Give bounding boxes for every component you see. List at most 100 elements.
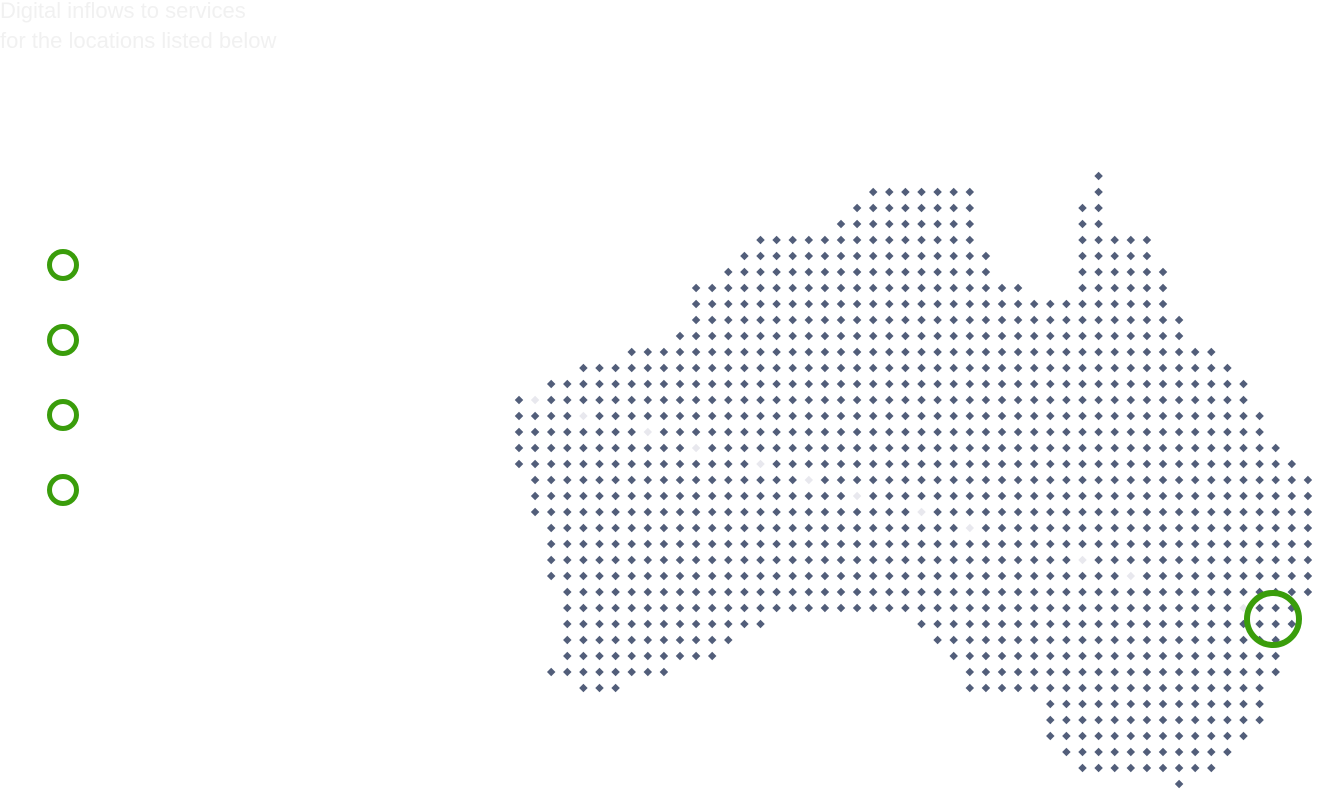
map-dot [804, 411, 814, 421]
map-dot [675, 411, 685, 421]
map-dot [1029, 619, 1039, 629]
map-dot [788, 331, 797, 341]
map-dot [965, 219, 975, 229]
map-dot [611, 651, 620, 661]
map-dot [772, 555, 781, 565]
map-dot [1239, 491, 1248, 501]
map-dot [546, 475, 556, 485]
map-dot [1094, 395, 1103, 405]
map-dot [707, 459, 717, 469]
map-dot [579, 651, 588, 661]
map-dot [1239, 475, 1248, 485]
map-dot [949, 539, 958, 549]
map-dot [1207, 395, 1216, 405]
map-dot [563, 507, 572, 517]
map-dot [691, 315, 701, 325]
map-dot [707, 347, 717, 357]
map-dot [1126, 347, 1136, 357]
map-dot [1094, 299, 1103, 309]
map-dot [1223, 667, 1232, 677]
map-dot [917, 235, 926, 245]
map-dot [563, 523, 572, 533]
map-dot [579, 555, 588, 565]
map-dot [1126, 379, 1136, 389]
map-dot [724, 475, 733, 485]
map-dot [917, 219, 926, 229]
map-dot [997, 619, 1007, 629]
map-dot [901, 187, 910, 197]
map-dot [1142, 683, 1152, 693]
map-dot [852, 379, 862, 389]
map-dot [707, 411, 717, 421]
map-dot [659, 635, 669, 645]
map-dot [965, 411, 975, 421]
sydney-highlight-marker[interactable] [1244, 590, 1302, 648]
map-dot [1207, 443, 1216, 453]
map-dot [852, 427, 862, 437]
map-dot [740, 251, 749, 261]
map-dot [1126, 539, 1136, 549]
map-dot [1142, 587, 1152, 597]
map-dot [1142, 507, 1152, 517]
map-dot [981, 379, 991, 389]
map-dot [563, 619, 572, 629]
map-dot [836, 411, 846, 421]
map-dot [1142, 363, 1152, 373]
map-dot [1126, 603, 1136, 613]
map-dot [1078, 331, 1087, 341]
map-dot [530, 395, 540, 405]
map-dot [1094, 571, 1103, 581]
map-dot [1094, 603, 1103, 613]
map-dot [1239, 555, 1248, 565]
map-dot [579, 539, 588, 549]
map-dot [1158, 699, 1168, 709]
map-dot [933, 379, 942, 389]
map-dot [627, 539, 636, 549]
location-item-2[interactable] [40, 318, 95, 362]
map-dot [1158, 507, 1168, 517]
map-dot [740, 411, 749, 421]
map-dot [1239, 635, 1248, 645]
map-dot [1174, 667, 1184, 677]
map-dot [724, 635, 733, 645]
map-dot [788, 443, 797, 453]
map-dot [691, 459, 701, 469]
location-item-3[interactable] [40, 393, 95, 437]
map-dot [675, 651, 685, 661]
map-dot [1271, 667, 1280, 677]
map-dot [836, 459, 846, 469]
map-dot [917, 587, 926, 597]
map-dot [1029, 475, 1039, 485]
map-dot [1207, 731, 1216, 741]
map-dot [1303, 475, 1313, 485]
map-dot [643, 411, 653, 421]
map-dot [707, 283, 717, 293]
map-dot [1142, 539, 1152, 549]
map-dot [1110, 619, 1119, 629]
map-dot [1046, 363, 1055, 373]
map-dot [659, 587, 669, 597]
map-dot [901, 571, 910, 581]
map-dot [707, 603, 717, 613]
map-dot [852, 235, 862, 245]
map-dot [997, 427, 1007, 437]
location-item-1[interactable] [40, 243, 95, 287]
map-dot [965, 683, 975, 693]
map-dot [820, 379, 830, 389]
map-dot [852, 571, 862, 581]
map-dot [1255, 715, 1264, 725]
map-dot [1078, 763, 1087, 773]
map-dot [1110, 683, 1119, 693]
map-dot [917, 331, 926, 341]
map-dot [595, 475, 604, 485]
map-dot [1062, 459, 1071, 469]
map-dot [1142, 763, 1152, 773]
map-dot [1207, 651, 1216, 661]
location-item-4[interactable] [40, 468, 95, 512]
map-dot [595, 507, 604, 517]
map-dot [514, 427, 524, 437]
intro-text: Digital inflows to services for the loca… [0, 0, 420, 56]
map-dot [595, 443, 604, 453]
